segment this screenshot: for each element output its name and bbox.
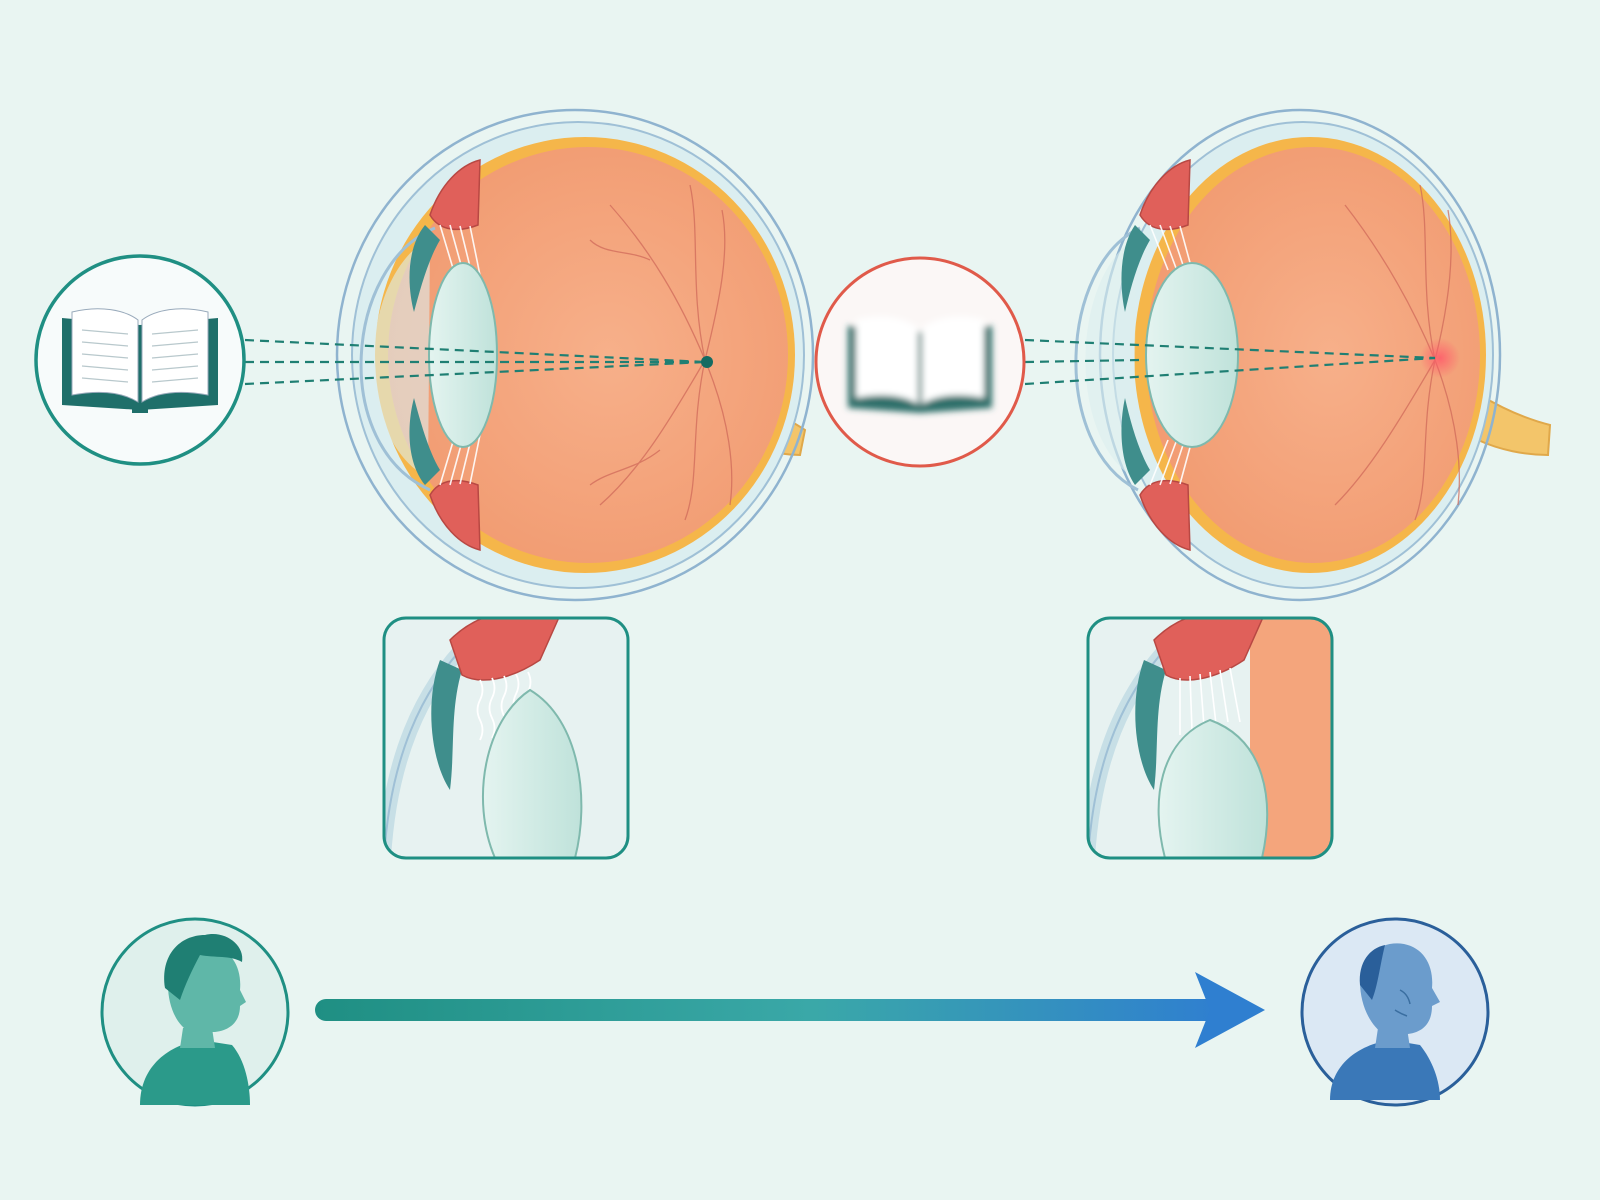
older-person-profile-icon [1330, 943, 1440, 1100]
retina [1146, 147, 1480, 563]
aging-eye [1024, 108, 1552, 602]
blurred-book-icon [848, 316, 992, 413]
iris-upper [1121, 225, 1150, 312]
ciliary-muscle-lower [1139, 479, 1191, 551]
focus-point [701, 356, 713, 368]
open-book-icon [62, 308, 218, 413]
time-arrow [315, 972, 1265, 1048]
blood-vessels [1334, 184, 1461, 521]
lens-thick [428, 262, 498, 448]
cornea [1074, 226, 1141, 492]
iris-lower [409, 398, 440, 485]
young-person-profile-icon [140, 934, 250, 1105]
inset-aging-ciliary [1086, 616, 1334, 860]
ciliary-muscle-lower [429, 479, 481, 551]
thick-lens-detail [481, 688, 583, 858]
iris-lower [1121, 398, 1150, 485]
near-object-blurred [814, 256, 1026, 468]
iris-upper [409, 225, 440, 312]
young-eye [244, 108, 815, 602]
diffuse-focus-glow [1420, 338, 1460, 378]
blood-vessels [589, 184, 733, 521]
iris-detail [1135, 660, 1166, 790]
inset-young-ciliary [382, 616, 630, 860]
older-person-avatar [1300, 917, 1490, 1107]
retina [388, 147, 788, 563]
young-person-avatar [100, 917, 290, 1107]
near-object-clear [34, 254, 246, 466]
sclera-outline [335, 108, 815, 602]
cornea [359, 226, 436, 492]
stiff-lens-detail [1157, 718, 1268, 858]
iris-detail [431, 660, 462, 790]
ciliary-muscle-upper [429, 159, 481, 231]
timeline-bar [315, 999, 1220, 1021]
right-arrow-icon [1195, 972, 1265, 1048]
ciliary-muscle-upper [1139, 159, 1191, 231]
light-rays [1024, 338, 1436, 386]
taut-zonules [1179, 667, 1241, 735]
lens-stiff [1145, 262, 1239, 448]
light-rays [244, 338, 706, 386]
